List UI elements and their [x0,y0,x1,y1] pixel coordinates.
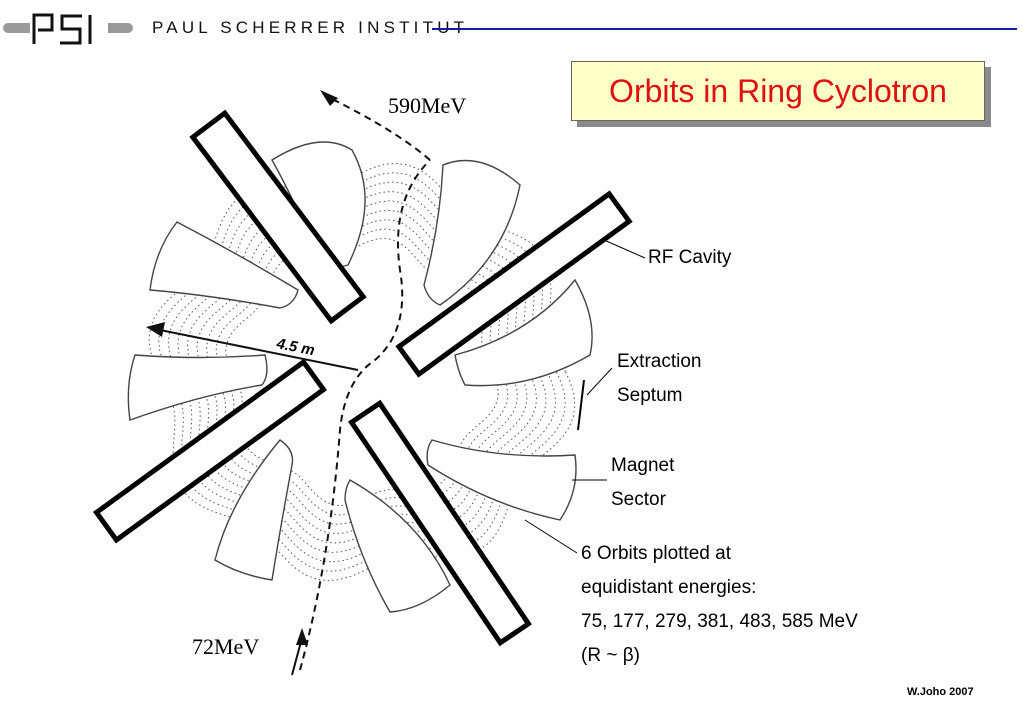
psi-logo: PSI [3,12,133,46]
label-magnet: Magnet [611,455,675,476]
extraction-arrow-head [320,90,338,106]
magnet-sector [423,159,521,306]
radius-arrow [159,329,359,371]
magnet-sectors [127,141,593,613]
leader-lines [524,239,646,554]
magnet-sector [426,439,577,521]
label-rf-cavity: RF Cavity [648,247,732,268]
energy-out-label: 590MeV [388,93,466,118]
institute-name: PAUL SCHERRER INSTITUT [152,18,469,37]
label-sector: Sector [611,489,666,510]
magnet-sector [344,479,451,613]
logo-text: PSI [68,39,70,41]
label-extraction: Extraction [617,351,702,372]
radius-label: 4.5 m [274,335,316,359]
rf-cavities [92,109,633,647]
injection-arrow-head [296,628,308,645]
page-title: Orbits in Ring Cyclotron [609,72,947,109]
magnet-sector [127,354,268,421]
rf-cavity-upper-right [395,190,633,378]
radius-arrow-head [146,322,165,337]
label-septum: Septum [617,385,683,406]
title-box: Orbits in Ring Cyclotron [571,61,985,121]
magnet-sector [214,439,294,581]
rf-cavity-lower-left [92,358,328,544]
septum-mark [577,379,585,431]
magnet-sector [454,278,593,387]
rf-cavity-lower-right [348,399,532,647]
extraction-path [329,97,431,161]
energy-in-label: 72MeV [192,634,259,659]
label-orbits-4: (R ~ β) [581,645,640,666]
label-orbits-1: 6 Orbits plotted at [581,543,731,564]
beam-path [299,159,431,671]
magnet-sector [149,221,299,309]
label-orbits-3: 75, 177, 279, 381, 483, 585 MeV [581,611,858,632]
header: PSI PAUL SCHERRER INSTITUT [0,0,1023,60]
header-rule [432,28,1017,30]
author-credit: W.Joho 2007 [907,686,974,698]
label-orbits-2: equidistant energies: [581,577,757,598]
rf-cavity-upper-left [189,109,367,325]
